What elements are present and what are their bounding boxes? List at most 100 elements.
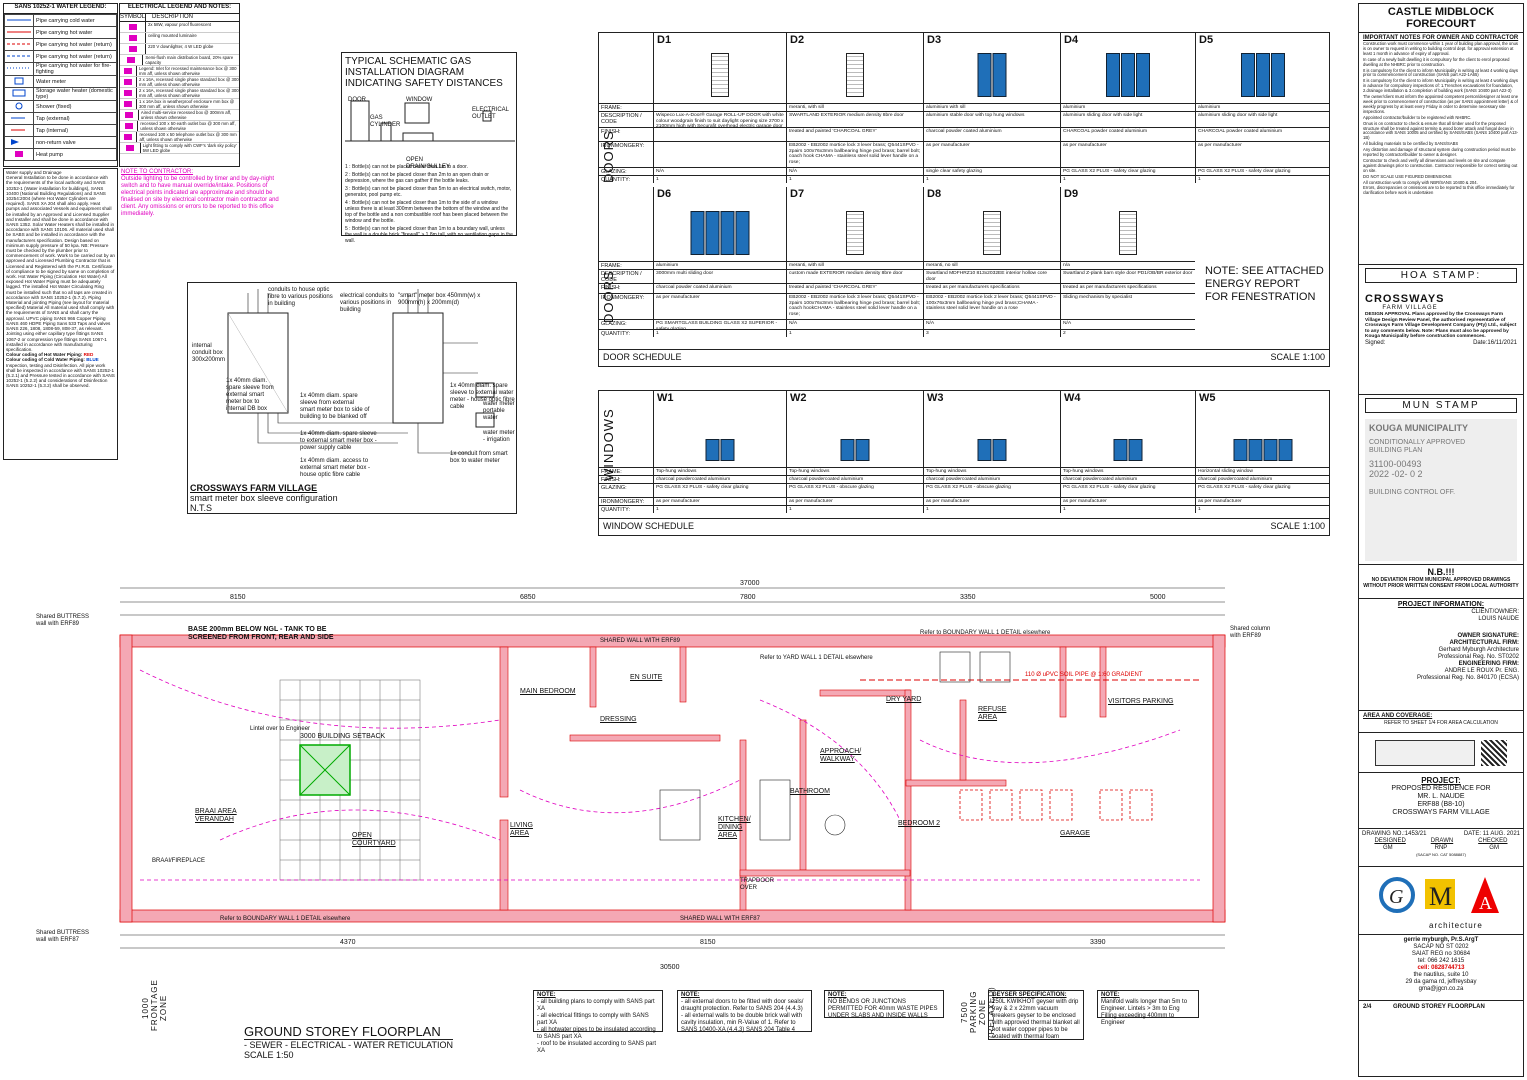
- electrical-legend-item: Semi-flush main distribution board, 20% …: [120, 55, 239, 66]
- meter-label: electrical conduits to various positions…: [340, 293, 395, 313]
- legend-symbol-icon: [120, 33, 146, 43]
- electrical-legend-item: 1 x 16A box in weatherproof enclosure mm…: [120, 99, 239, 110]
- schedule-row-label: QUANTITY:: [599, 329, 653, 337]
- geyser-box: GEYSER SPECIFICATION: 250L KWIKHOT geyse…: [988, 990, 1084, 1040]
- schedule-value: 1: [653, 329, 786, 337]
- gas-label-outlet: ELECTRICAL OUTLET: [472, 107, 509, 120]
- electrical-legend-item: ceiling mounted luminaire: [120, 33, 239, 44]
- meter-label: 1x 40mm diam. access to external smart m…: [300, 458, 371, 478]
- elevation-pane: [720, 211, 735, 255]
- schedule-value: Top-hung windows: [786, 467, 923, 475]
- frontage-zone: 1000 FRONTAGE ZONE: [141, 979, 168, 1031]
- room-label: OPEN COURTYARD: [352, 832, 396, 847]
- sheet-footer: 2/4 GROUND STOREY FLOORPLAN: [1359, 1001, 1523, 1014]
- schedule-id: W1: [657, 392, 674, 404]
- electrical-legend-item: Aired multi-service recessed box @ 300mm…: [120, 110, 239, 121]
- nb-title: N.B.!!!: [1427, 567, 1455, 577]
- schedule-value: meranti, with sill: [786, 103, 923, 111]
- dim-top: 7800: [740, 594, 756, 601]
- schedule-row-label: FINISH:: [599, 283, 653, 293]
- electrical-legend-item: recessed 100 x 50 earth outlet box @ 300…: [120, 121, 239, 132]
- gas-label-drain: OPEN DRAIN/GULLEY: [406, 157, 451, 170]
- schedule-value: [653, 103, 786, 111]
- schedule-value: as per manufacturer: [1195, 497, 1329, 505]
- legend-item: Pipe carrying hot water (return): [33, 50, 117, 63]
- drawing-date: DATE: 11 AUG. 2021: [1463, 831, 1520, 837]
- schedule-value: PG GLASS X2 PLUS - safety clear glazing: [653, 483, 786, 497]
- dim-top: 5000: [1150, 594, 1166, 601]
- gas-note: 5 : Bottle(s) can not be placed closer t…: [345, 226, 513, 244]
- schedule-value: CHARCOAL powder coated aluminium: [1195, 127, 1329, 141]
- elevation-pane: [977, 53, 992, 97]
- water-notes-text: General Installation to be done in accor…: [6, 175, 115, 352]
- eng-name: ANDRE LE ROUX Pr. ENG.: [1444, 668, 1519, 674]
- plan-title: GROUND STOREY FLOORPLAN: [244, 1024, 454, 1040]
- elevation-pane: [1263, 439, 1277, 461]
- elevation-pane: [846, 211, 864, 255]
- elevation-drawing: [977, 53, 1007, 97]
- contact-line: 29 da gama rd, jeffreysbay: [1405, 979, 1477, 985]
- meter-scale: N.T.S: [190, 503, 213, 513]
- room-label: KITCHEN/ DINING AREA: [718, 816, 751, 839]
- schedule-id: D8: [927, 188, 942, 200]
- elevation-drawing: [977, 439, 1007, 461]
- firm-stamps: [1359, 733, 1523, 773]
- schedule-value: Swartland Z-plank barn style door PD1/OB…: [1060, 269, 1195, 283]
- note-box-2: NOTE: - all external doors to be fitted …: [677, 990, 812, 1033]
- schedule-cell: D3: [923, 33, 1060, 103]
- project-info: PROJECT INFORMATION: CLIENT/OWNER: LOUIS…: [1359, 599, 1523, 711]
- meter-label: conduits to house optic fibre to various…: [268, 287, 333, 307]
- schedule-value: 1: [923, 505, 1060, 513]
- schedule-value: as per manufacturer: [786, 497, 923, 505]
- legend-symbol-icon: [120, 77, 137, 87]
- dim-bottom: 8150: [700, 939, 716, 946]
- hoa-stamp: HOA STAMP: CROSSWAYS FARM VILLAGE DESIGN…: [1359, 265, 1523, 395]
- area-title: AREA AND COVERAGE:: [1363, 713, 1433, 719]
- door-schedule-title: DOOR SCHEDULE: [603, 352, 682, 362]
- meter-label: 1x 40mm diam. spare sleeve from external…: [226, 378, 274, 412]
- schedule-cell: W5: [1195, 391, 1329, 467]
- nb-text: NO DEVIATION FROM MUNICIPAL APPROVED DRA…: [1363, 577, 1519, 589]
- plan-scale: SCALE 1:50: [244, 1050, 294, 1060]
- schedule-cell: D9: [1060, 187, 1195, 261]
- schedule-value: [653, 127, 786, 141]
- schedule-value: charcoal powder coated aluminium: [653, 283, 786, 293]
- contact-line: the nautilus, suite 10: [1413, 972, 1469, 978]
- note-line: Manifold walls longer than 5m to Enginee…: [1101, 999, 1188, 1026]
- column-label: Shared column with ERF89: [1230, 626, 1271, 639]
- hoa-title: HOA STAMP:: [1365, 268, 1517, 283]
- area-text: REFER TO SHEET 1/4 FOR AREA CALCULATION: [1384, 720, 1498, 726]
- room-label: REFUSE AREA: [978, 706, 1007, 721]
- elevation-drawing: [690, 211, 750, 255]
- elevation-pane: [983, 211, 1001, 255]
- window-schedule-title: WINDOW SCHEDULE: [603, 521, 695, 531]
- room-label: BRAAI AREA VERANDAH: [195, 808, 237, 823]
- gma-logo-icon: G M A: [1379, 877, 1499, 913]
- elevation-pane: [1106, 53, 1120, 97]
- legend-description: 1 x 16A box in weatherproof enclosure mm…: [139, 99, 235, 109]
- gas-note: 4 : Bottle(s) can not be placed closer t…: [345, 200, 509, 224]
- schedule-value: PG GLASS X2 PLUS - safety clear glazing: [1060, 483, 1195, 497]
- elevation-pane: [690, 211, 705, 255]
- eng-label: ENGINEERING FIRM:: [1458, 661, 1519, 667]
- legend-symbol-icon: [120, 55, 144, 65]
- contact-line: SACAP NO ST 0202: [1413, 944, 1469, 950]
- legend-description: Light fitting to comply with CWF's 'dark…: [142, 143, 237, 153]
- shared-wall-label: SHARED WALL WITH ERF89: [600, 638, 680, 644]
- svg-text:M: M: [1429, 882, 1452, 911]
- boundary-label: Refer to BOUNDARY WALL 1 DETAIL elsewher…: [220, 916, 351, 922]
- schedule-value: aluminium sliding door with side light: [1195, 111, 1329, 127]
- elevation-drawing: [705, 439, 735, 461]
- schedule-value: EB2002 - EB2002 mortice lock 3 lever bra…: [786, 293, 923, 319]
- schedule-value: EB2002 - EB2002 mortice lock 3 lever bra…: [786, 141, 923, 167]
- fenestration-note: NOTE: SEE ATTACHED ENERGY REPORT FOR FEN…: [1205, 265, 1324, 303]
- schedule-value: aluminium: [1195, 103, 1329, 111]
- gas-label-door: DOOR: [348, 97, 366, 103]
- legend-symbol-icon: [120, 121, 139, 131]
- project-name: CASTLE MIDBLOCK FORECOURT: [1359, 4, 1523, 33]
